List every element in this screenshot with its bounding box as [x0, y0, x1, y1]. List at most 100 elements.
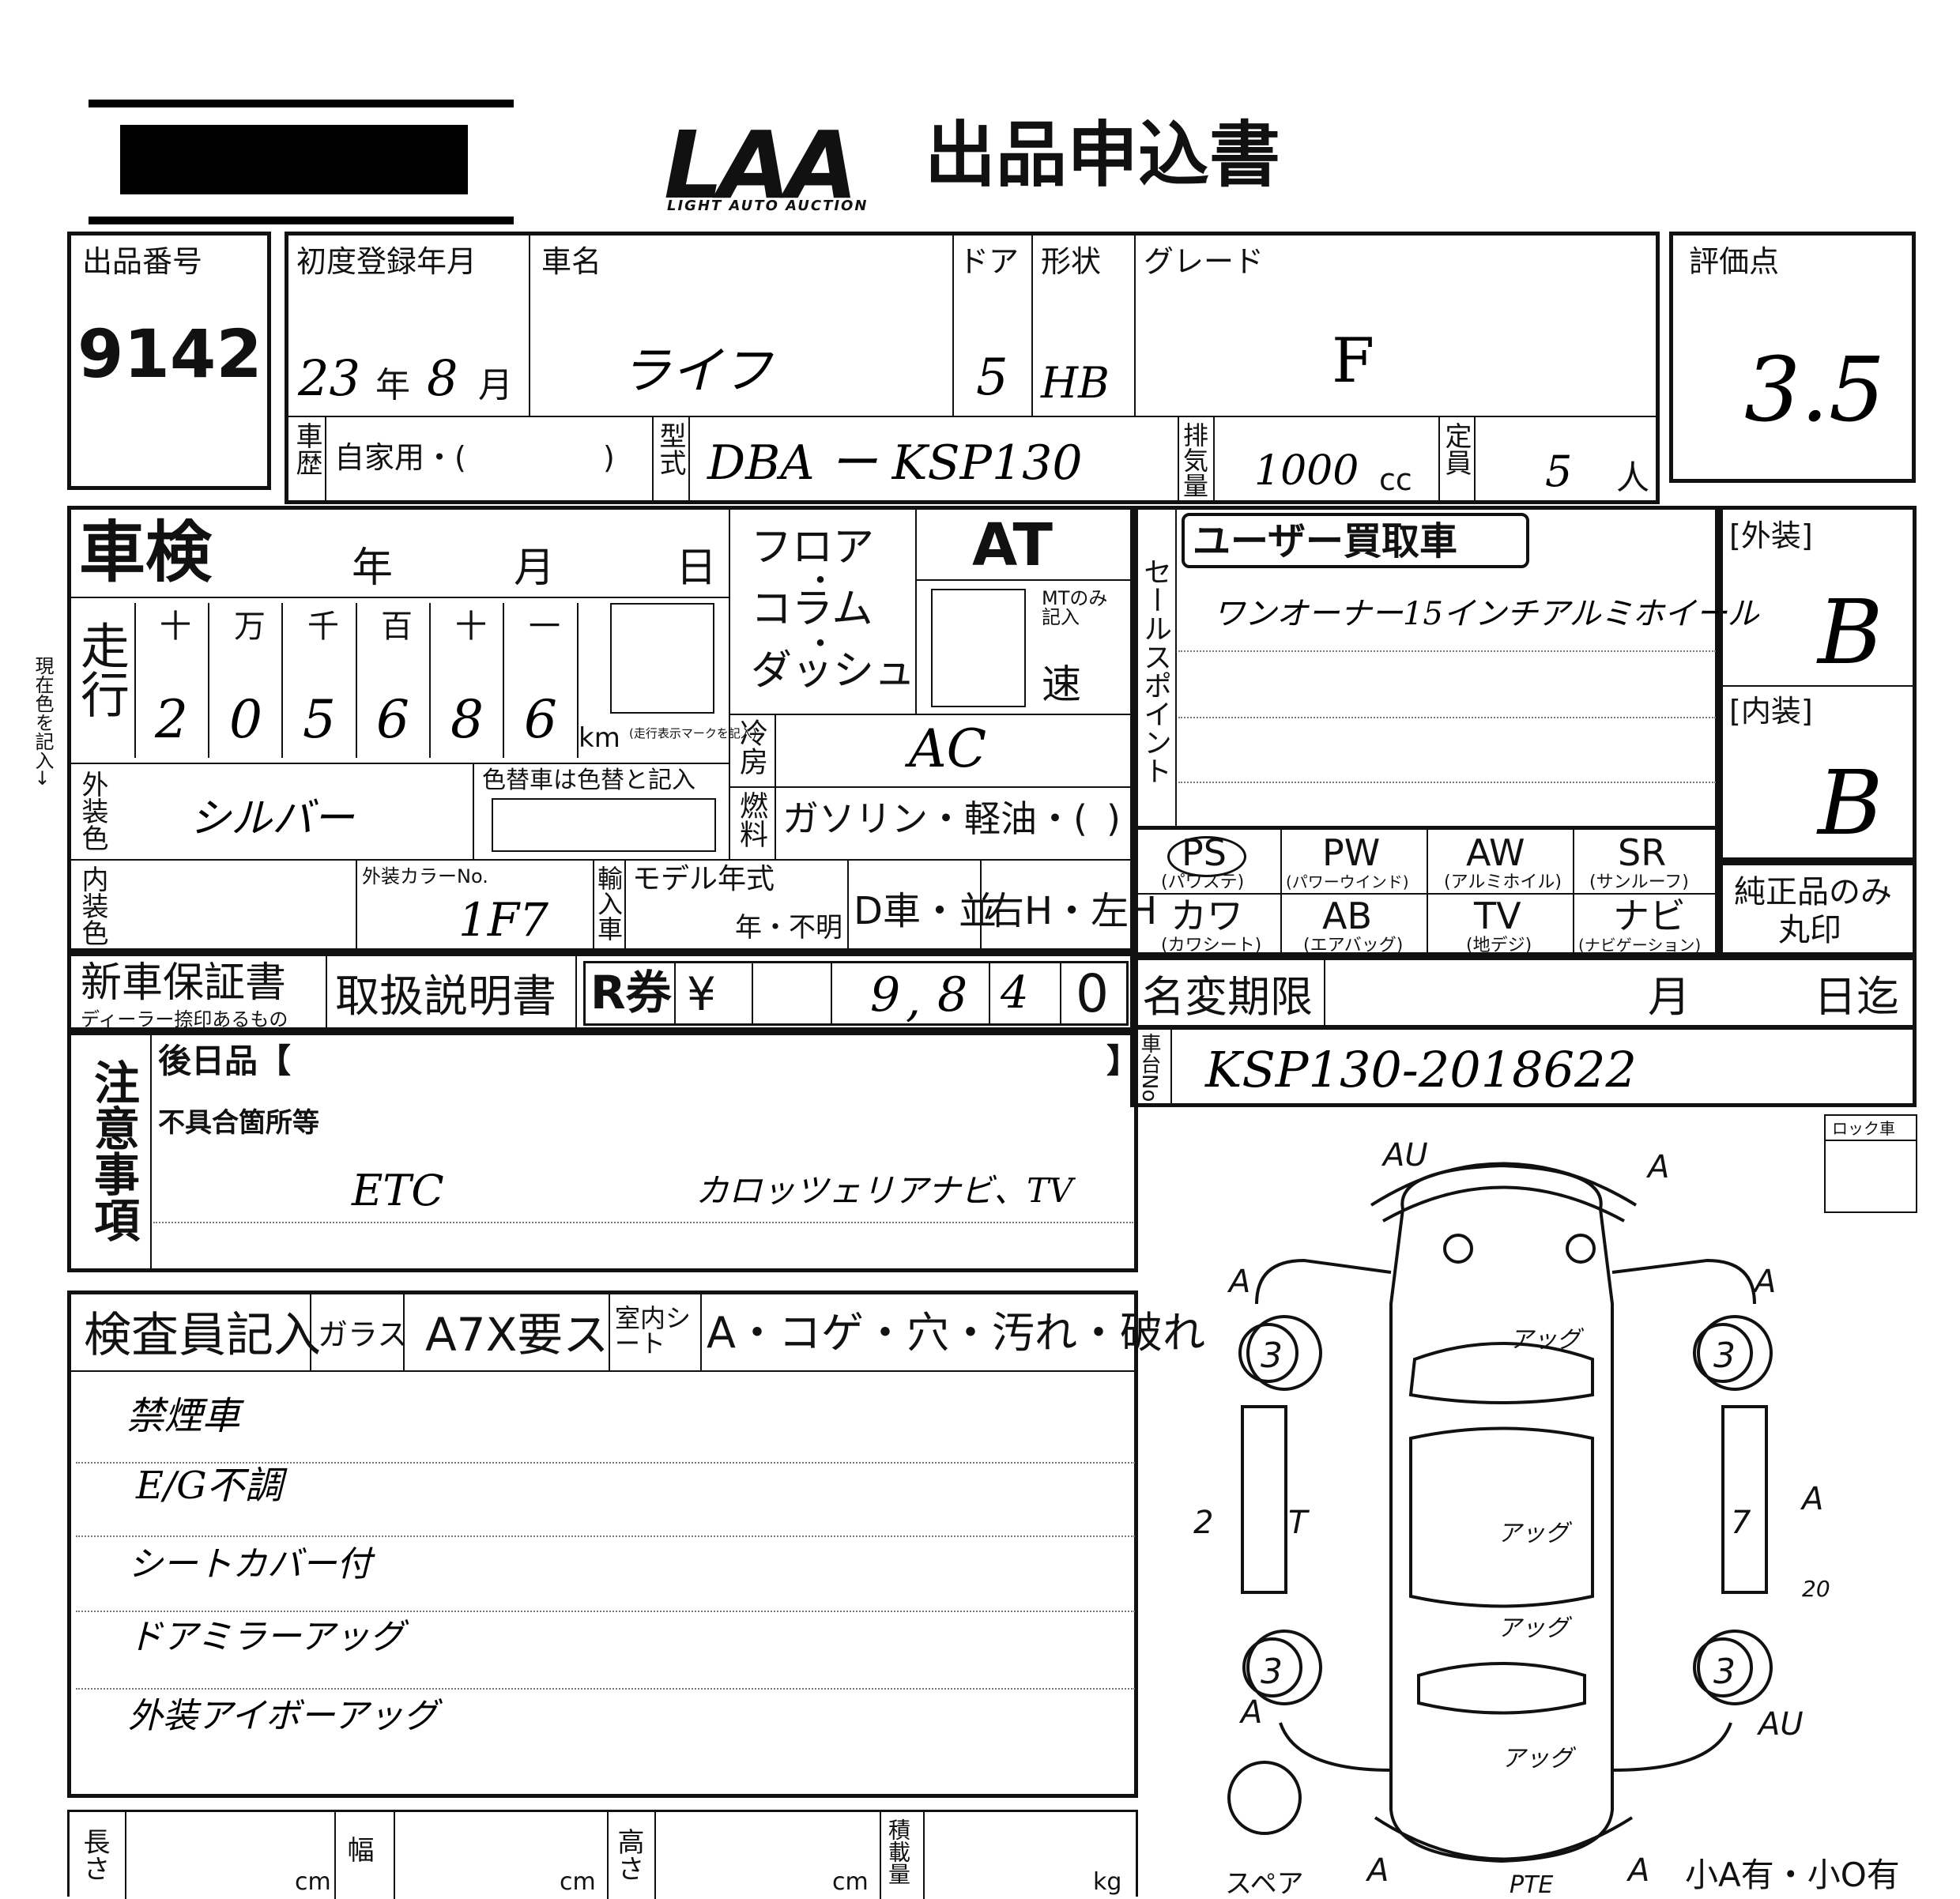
odometer-digit: 8: [450, 689, 484, 750]
damage-mark: A: [1238, 1694, 1262, 1731]
sales-point-box: セールスポイント ユーザー買取車 ワンオーナー15インチアルミホイール: [1130, 506, 1759, 830]
grade-label: グレード: [1144, 244, 1265, 279]
interior-grade: B: [1818, 752, 1883, 855]
damage-mark: 20: [1802, 1576, 1830, 1602]
inspector-line: シートカバー付: [128, 1544, 371, 1584]
door-label: ドア: [959, 244, 1020, 279]
manual-label: 取扱説明書: [335, 971, 556, 1023]
color-no-value: 1F7: [458, 893, 549, 947]
mileage-mark-box: [610, 603, 714, 714]
damage-mark: 2: [1193, 1505, 1213, 1541]
equip-tv: TV: [1474, 895, 1521, 937]
tyre-mark: 3: [1261, 1336, 1283, 1376]
defects-label: 不具合箇所等: [158, 1107, 319, 1139]
damage-note: アッグ: [1502, 1745, 1577, 1773]
notes-label: 注意事項: [86, 1059, 140, 1242]
capacity-value: 5: [1545, 446, 1573, 496]
grades-box: [外装] B [内装] B: [1719, 506, 1917, 861]
sales-point-line1: ワンオーナー15インチアルミホイール: [1213, 596, 1759, 632]
diagram-footer: 小A有・小O有: [1685, 1856, 1900, 1894]
equip-aw: AW: [1466, 831, 1525, 874]
odometer-digit: 6: [376, 689, 409, 750]
first-reg-month: 8: [427, 349, 458, 407]
r-ticket-box: R券 ¥ 9 , 8 4 0: [583, 961, 1129, 1026]
car-name-value: ライフ: [620, 342, 772, 401]
displacement-label: 排気量: [1179, 422, 1209, 498]
mt-speed-box: [931, 589, 1026, 707]
shaken-mileage-box: 車検 年 月 日 走行 十 万 千 百 十 一 2 0 5 6 8 6 km (…: [67, 506, 1157, 952]
equip-pw: PW: [1322, 831, 1381, 874]
spare-label: スペア: [1225, 1868, 1304, 1897]
damage-mark: AU: [1756, 1706, 1804, 1743]
equipment-grid: PS (パワステ) PW (パワーウインド) AW (アルミホイル) SR (サ…: [1130, 826, 1719, 956]
documents-row: 新車保証書 ディーラー捺印あるもの 取扱説明書 R券 ¥ 9 , 8 4 0: [67, 952, 1138, 1031]
odometer-digit: 0: [229, 689, 262, 750]
shape-value: HB: [1041, 358, 1110, 408]
shaken-label: 車検: [79, 514, 213, 591]
fuel-options: ガソリン・軽油・(: [782, 797, 1087, 840]
odometer-grid: 十 万 千 百 十 一 2 0 5 6 8 6: [134, 603, 579, 758]
inspector-box: 検査員記入 ガラス A7X要ス 室内シート A・コゲ・穴・汚れ・破れ 禁煙車 E…: [67, 1290, 1205, 1798]
listing-number-box: 出品番号 9142: [67, 232, 271, 490]
glass-value: A7X要ス: [425, 1308, 609, 1362]
score-box: 評価点 3.5: [1669, 232, 1916, 483]
damage-note: アッグ: [1498, 1615, 1573, 1642]
lock-box: ロック車: [1824, 1114, 1917, 1213]
damage-mark: A: [1227, 1264, 1250, 1300]
grade-value: F: [1332, 326, 1375, 397]
damage-note: アッグ: [1498, 1520, 1573, 1547]
damage-mark: T: [1288, 1505, 1310, 1541]
logo: LAA LIGHT AUTO AUCTION: [664, 111, 909, 220]
displacement-value: 1000: [1254, 447, 1359, 495]
exterior-color-label: 外装色: [77, 771, 108, 851]
odometer-digit: 6: [524, 689, 557, 750]
inspector-line: ドアミラーアッグ: [128, 1617, 405, 1657]
history-label: 車歴: [291, 422, 322, 476]
warranty-label: 新車保証書: [81, 959, 287, 1007]
notes-line1-right: カロッツェリアナビ、TV: [695, 1171, 1073, 1210]
shift-column: コラム: [751, 586, 873, 633]
repaint-box: [492, 798, 716, 852]
score-value: 3.5: [1744, 339, 1886, 442]
capacity-label: 定員: [1440, 422, 1472, 476]
inspector-line: 禁煙車: [126, 1394, 241, 1438]
first-reg-year: 23: [298, 349, 360, 407]
inspector-label: 検査員記入: [84, 1308, 321, 1363]
fuel-label: 燃料: [735, 791, 767, 848]
dimensions-row: 長さ cm 幅 cm 高さ cm 積載量 kg: [67, 1810, 1138, 1899]
form-title: 出品申込書: [925, 114, 1280, 197]
tyre-mark: 3: [1713, 1652, 1736, 1692]
redacted-stamp: [89, 100, 514, 224]
equip-leather: カワ: [1170, 895, 1243, 937]
door-value: 5: [976, 349, 1008, 407]
interior-color-label: 内装色: [77, 865, 108, 946]
car-damage-diagram: 3 3 3 3 AU A A A 2 T 7 A 20 A AU A A アッグ…: [1193, 1137, 1830, 1897]
logo-text: LAA: [664, 111, 858, 220]
equip-sr: SR: [1618, 831, 1667, 874]
tyre-mark: 3: [1261, 1652, 1283, 1692]
repaint-label: 色替車は色替と記入: [482, 767, 695, 794]
equip-navi: ナビ: [1613, 895, 1686, 937]
mileage-label: 走行: [72, 620, 130, 718]
shift-dash: ダッシュ: [751, 647, 916, 695]
name-change-row: 名変期限 月 日迄: [1130, 956, 1917, 1029]
aircon-label: 冷房: [735, 718, 767, 775]
history-value: 自家用・(: [334, 440, 466, 475]
listing-number-label: 出品番号: [82, 244, 203, 279]
seat-condition: A・コゲ・穴・汚れ・破れ: [707, 1308, 1205, 1358]
shape-label: 形状: [1041, 244, 1102, 279]
user-purchase-badge: ユーザー買取車: [1182, 513, 1529, 568]
damage-mark: A: [1365, 1852, 1389, 1889]
odometer-digit: 2: [155, 689, 188, 750]
model-code-value: DBA ー KSP130: [707, 435, 1083, 491]
logo-subtitle: LIGHT AUTO AUCTION: [667, 198, 869, 214]
sales-point-label: セールスポイント: [1139, 557, 1171, 785]
first-reg-label: 初度登録年月: [296, 244, 477, 279]
model-code-label: 型式: [654, 422, 686, 476]
shift-floor: フロア: [751, 524, 875, 571]
inspector-line: E/G不調: [136, 1464, 283, 1508]
score-label: 評価点: [1689, 244, 1780, 279]
shift-at: AT: [972, 511, 1054, 579]
odometer-digit: 5: [303, 689, 336, 750]
damage-mark: A: [1645, 1149, 1669, 1185]
